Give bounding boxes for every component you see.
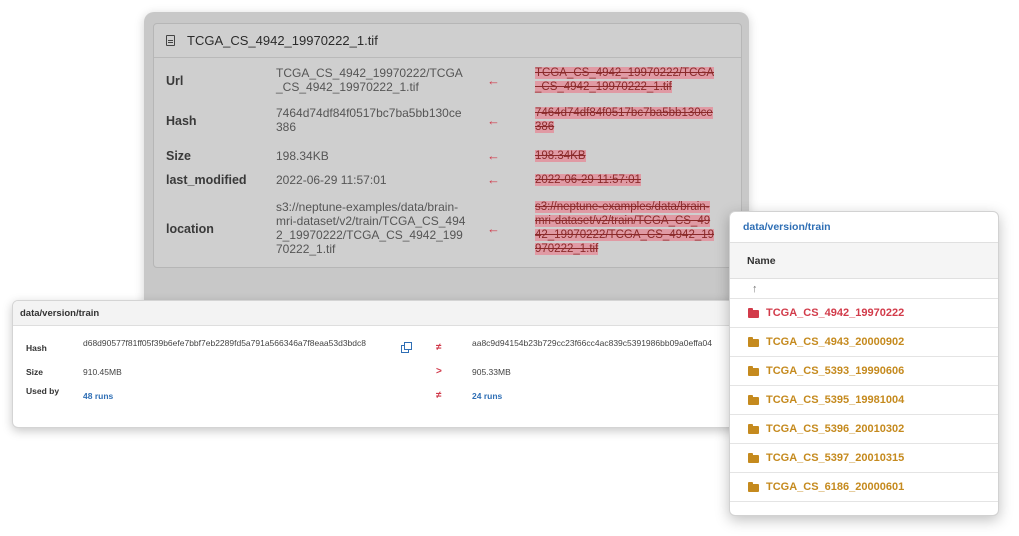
name-column-header[interactable]: Name <box>730 243 998 279</box>
file-name: TCGA_CS_4942_19970222_1.tif <box>187 33 378 48</box>
folder-item[interactable]: TCGA_CS_5397_20010315 <box>730 444 998 473</box>
folder-icon <box>748 481 759 492</box>
not-equal-icon: ≠ <box>436 390 442 401</box>
train-diff-row-used-by: Used by 48 runs ≠ 24 runs <box>13 385 745 409</box>
right-size-value: 905.33MB <box>472 367 511 377</box>
row-new-value: TCGA_CS_4942_19970222/TCGA_CS_4942_19970… <box>276 66 463 94</box>
left-hash-value: d68d90577f81ff05f39b6efe7bbf7eb2289fd5a7… <box>83 338 366 348</box>
folder-name: TCGA_CS_6186_20000601 <box>766 481 905 493</box>
row-key: Used by <box>26 386 60 396</box>
right-hash-value: aa8c9d94154b23b729cc23f66cc4ac839c539198… <box>472 338 712 348</box>
folder-item[interactable]: TCGA_CS_4942_19970222 <box>730 299 998 328</box>
folder-name: TCGA_CS_5396_20010302 <box>766 423 905 435</box>
folder-name: TCGA_CS_5395_19981004 <box>766 394 905 406</box>
folder-item[interactable]: TCGA_CS_5395_19981004 <box>730 386 998 415</box>
file-row-last-modified: last_modified 2022-06-29 11:57:01 ← 2022… <box>154 170 741 190</box>
folder-item[interactable]: TCGA_CS_6186_20000601 <box>730 473 998 502</box>
train-diff-title: data/version/train <box>13 301 745 326</box>
row-old-value: TCGA_CS_4942_19970222/TCGA_CS_4942_19970… <box>535 67 714 93</box>
row-key: Size <box>26 367 44 377</box>
left-arrow-icon: ← <box>487 172 500 187</box>
row-key: last_modified <box>166 173 247 187</box>
folder-item[interactable]: TCGA_CS_4943_20000902 <box>730 328 998 357</box>
left-arrow-icon: ← <box>487 221 500 236</box>
parent-directory-row[interactable]: ↑ <box>730 279 998 299</box>
row-new-value: 2022-06-29 11:57:01 <box>276 173 387 187</box>
row-old-value: 2022-06-29 11:57:01 <box>535 174 641 186</box>
row-key: Hash <box>166 114 197 128</box>
folder-icon <box>748 336 759 347</box>
row-old-value: 198.34KB <box>535 150 586 162</box>
greater-than-icon: > <box>436 366 442 377</box>
train-diff-row-size: Size 910.45MB > 905.33MB <box>13 367 745 381</box>
row-key: Size <box>166 149 192 163</box>
folder-icon <box>748 452 759 463</box>
row-key: Url <box>166 74 184 88</box>
file-header: TCGA_CS_4942_19970222_1.tif <box>154 24 741 58</box>
row-new-value: s3://neptune-examples/data/brain-mri-dat… <box>276 200 466 256</box>
copy-icon[interactable] <box>401 342 412 353</box>
row-old-value: 7464d74df84f0517bc7ba5bb130ce386 <box>535 107 713 133</box>
up-arrow-icon: ↑ <box>752 282 758 295</box>
left-arrow-icon: ← <box>487 73 500 88</box>
not-equal-icon: ≠ <box>436 342 442 353</box>
folder-item[interactable]: TCGA_CS_5396_20010302 <box>730 415 998 444</box>
train-diff-row-hash: Hash d68d90577f81ff05f39b6efe7bbf7eb2289… <box>13 338 745 362</box>
folder-icon <box>748 394 759 405</box>
file-row-hash: Hash 7464d74df84f0517bc7ba5bb130ce386 ← … <box>154 102 741 138</box>
row-key: location <box>166 222 214 236</box>
file-row-url: Url TCGA_CS_4942_19970222/TCGA_CS_4942_1… <box>154 62 741 98</box>
file-diff-card: TCGA_CS_4942_19970222_1.tif Url TCGA_CS_… <box>153 23 742 268</box>
file-row-location: location s3://neptune-examples/data/brai… <box>154 196 741 260</box>
folder-icon <box>748 423 759 434</box>
left-arrow-icon: ← <box>487 113 500 128</box>
left-arrow-icon: ← <box>487 148 500 163</box>
folder-icon <box>748 307 759 318</box>
left-runs-link[interactable]: 48 runs <box>83 391 114 401</box>
folder-name: TCGA_CS_5393_19990606 <box>766 365 905 377</box>
folder-browser-panel: data/version/train Name ↑ TCGA_CS_4942_1… <box>729 211 999 516</box>
file-diff-panel: TCGA_CS_4942_19970222_1.tif Url TCGA_CS_… <box>144 12 749 310</box>
file-icon <box>166 35 175 46</box>
row-key: Hash <box>26 343 47 353</box>
file-row-size: Size 198.34KB ← 198.34KB <box>154 146 741 166</box>
folder-item[interactable]: TCGA_CS_5393_19990606 <box>730 357 998 386</box>
row-old-value: s3://neptune-examples/data/brain-mri-dat… <box>535 201 715 255</box>
row-new-value: 7464d74df84f0517bc7ba5bb130ce386 <box>276 106 462 134</box>
train-diff-panel: data/version/train Hash d68d90577f81ff05… <box>12 300 746 428</box>
folder-name: TCGA_CS_4943_20000902 <box>766 336 905 348</box>
folder-icon <box>748 365 759 376</box>
row-new-value: 198.34KB <box>276 149 329 163</box>
left-size-value: 910.45MB <box>83 367 122 377</box>
right-runs-link[interactable]: 24 runs <box>472 391 503 401</box>
folder-path-link[interactable]: data/version/train <box>730 212 998 243</box>
folder-name: TCGA_CS_4942_19970222 <box>766 307 905 319</box>
folder-name: TCGA_CS_5397_20010315 <box>766 452 905 464</box>
